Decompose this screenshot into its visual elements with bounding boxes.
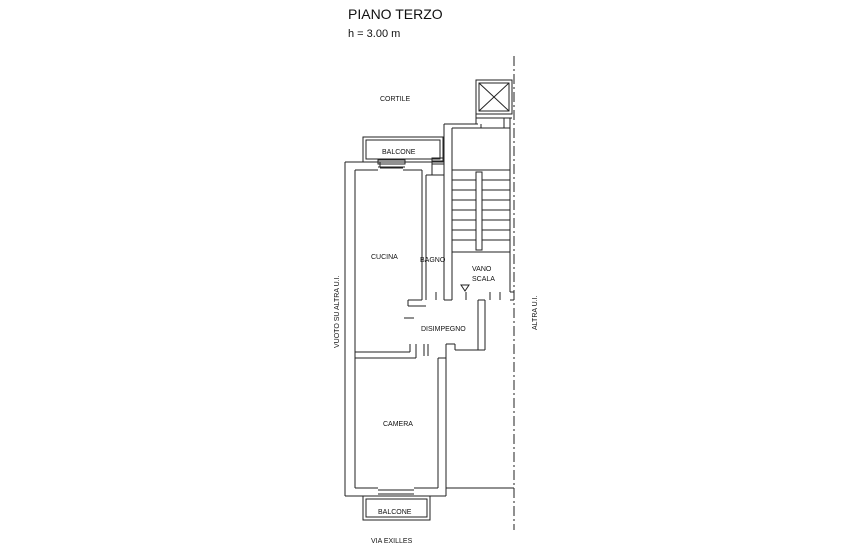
label-via-exilles: VIA EXILLES [371,538,413,545]
balcony-top [362,136,444,163]
label-bagno: BAGNO [420,257,446,264]
light-shaft [475,79,513,115]
label-camera: CAMERA [383,421,413,428]
label-vano: VANO [472,266,492,273]
label-scala: SCALA [472,276,495,283]
balcony-bottom [362,495,431,521]
label-altra-ui: ALTRA U.I. [532,295,539,330]
label-balcone-bottom: BALCONE [378,509,412,516]
floor-title: PIANO TERZO [348,6,443,22]
label-cucina: CUCINA [371,254,398,261]
balcony-door-marks [377,157,445,165]
interior-walls [355,162,514,359]
label-disimpegno: DISIMPEGNO [421,326,466,333]
label-cortile: CORTILE [380,96,411,103]
label-vuoto-altra-ui: VUOTO SU ALTRA U.I. [334,275,341,348]
label-balcone-top: BALCONE [382,149,416,156]
floor-height: h = 3.00 m [348,28,400,40]
